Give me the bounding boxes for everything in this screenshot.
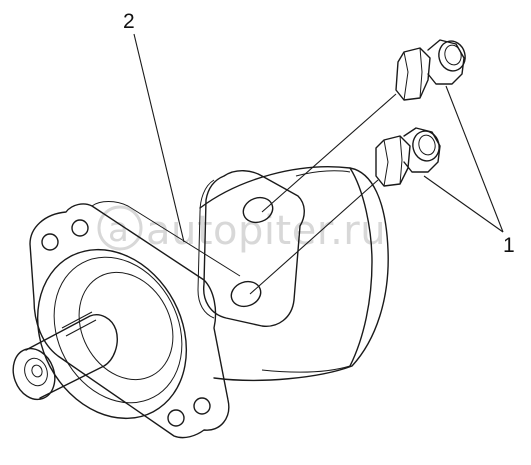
mounting-flange	[29, 201, 241, 439]
callout-leaders	[133, 33, 504, 243]
watermark-logo-circle	[97, 205, 143, 251]
leader-1b	[423, 175, 504, 233]
fitting-lower	[375, 127, 441, 187]
callout-label-2: 2	[123, 10, 135, 33]
port-block	[197, 170, 305, 327]
front-cover	[36, 248, 188, 420]
motor-rear-body	[199, 166, 389, 382]
port-hole-upper	[242, 196, 274, 224]
watermark: a autopiter.ru	[97, 205, 386, 254]
assembly-lines	[249, 93, 397, 295]
flange-hole-right	[193, 397, 211, 415]
flange-hole-top	[71, 219, 89, 237]
flange-hole-bottom	[167, 409, 185, 427]
output-shaft	[12, 311, 118, 401]
watermark-logo-letter: a	[108, 210, 129, 250]
leader-1a	[445, 85, 504, 233]
watermark-text: autopiter.ru	[146, 208, 386, 254]
leader-2	[133, 33, 185, 243]
callout-label-1: 1	[503, 234, 515, 257]
fitting-upper	[395, 39, 466, 101]
port-hole-lower	[230, 280, 262, 308]
flange-hole-left	[41, 233, 59, 251]
